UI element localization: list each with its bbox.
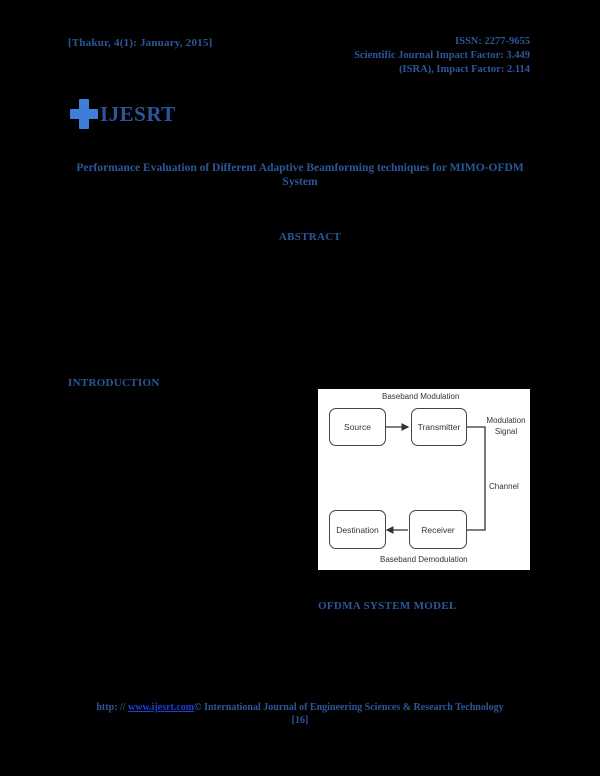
sjif-line: Scientific Journal Impact Factor: 3.449 xyxy=(354,50,530,61)
logo-text: IJESRT xyxy=(100,101,176,126)
abstract-heading: ABSTRACT xyxy=(278,231,342,243)
footer-prefix: http: // xyxy=(96,702,129,713)
introduction-heading: INTRODUCTION xyxy=(68,377,160,389)
channel-label: Channel xyxy=(489,482,519,491)
journal-website-link[interactable]: www.ijesrt.com xyxy=(128,702,195,713)
paper-title-line-2: System xyxy=(282,176,318,188)
footer-line: http: // www.ijesrt.com© International J… xyxy=(60,701,540,714)
baseband-demodulation-label: Baseband Demodulation xyxy=(380,555,468,564)
paper-title-line-1: Performance Evaluation of Different Adap… xyxy=(76,162,524,174)
paper-title: Performance Evaluation of Different Adap… xyxy=(60,161,540,189)
isra-line: (ISRA), Impact Factor: 2.114 xyxy=(399,64,530,75)
modulation-text: Modulation xyxy=(486,416,526,425)
destination-box: Destination xyxy=(329,510,386,549)
communication-system-block-diagram: Baseband Modulation Source Transmitter M… xyxy=(318,389,530,570)
journal-issn-block: ISSN: 2277-9655 Scientific Journal Impac… xyxy=(354,35,530,77)
signal-text: Signal xyxy=(494,427,518,436)
page-number: [16] xyxy=(291,715,309,726)
plus-cross-icon xyxy=(70,99,98,129)
footer-copyright: © International Journal of Engineering S… xyxy=(194,702,504,713)
journal-logo: IJESRT xyxy=(70,96,176,132)
modulation-signal-label: Modulation Signal xyxy=(484,415,528,437)
journal-volume-info: [Thakur, 4(1): January, 2015] xyxy=(68,37,213,49)
baseband-modulation-label: Baseband Modulation xyxy=(382,392,460,401)
receiver-box: Receiver xyxy=(409,510,467,549)
source-box: Source xyxy=(329,408,386,446)
page-footer: http: // www.ijesrt.com© International J… xyxy=(60,701,540,727)
transmitter-box: Transmitter xyxy=(411,408,467,446)
ofdma-system-model-heading: OFDMA SYSTEM MODEL xyxy=(318,600,457,612)
issn-line: ISSN: 2277-9655 xyxy=(455,36,530,47)
